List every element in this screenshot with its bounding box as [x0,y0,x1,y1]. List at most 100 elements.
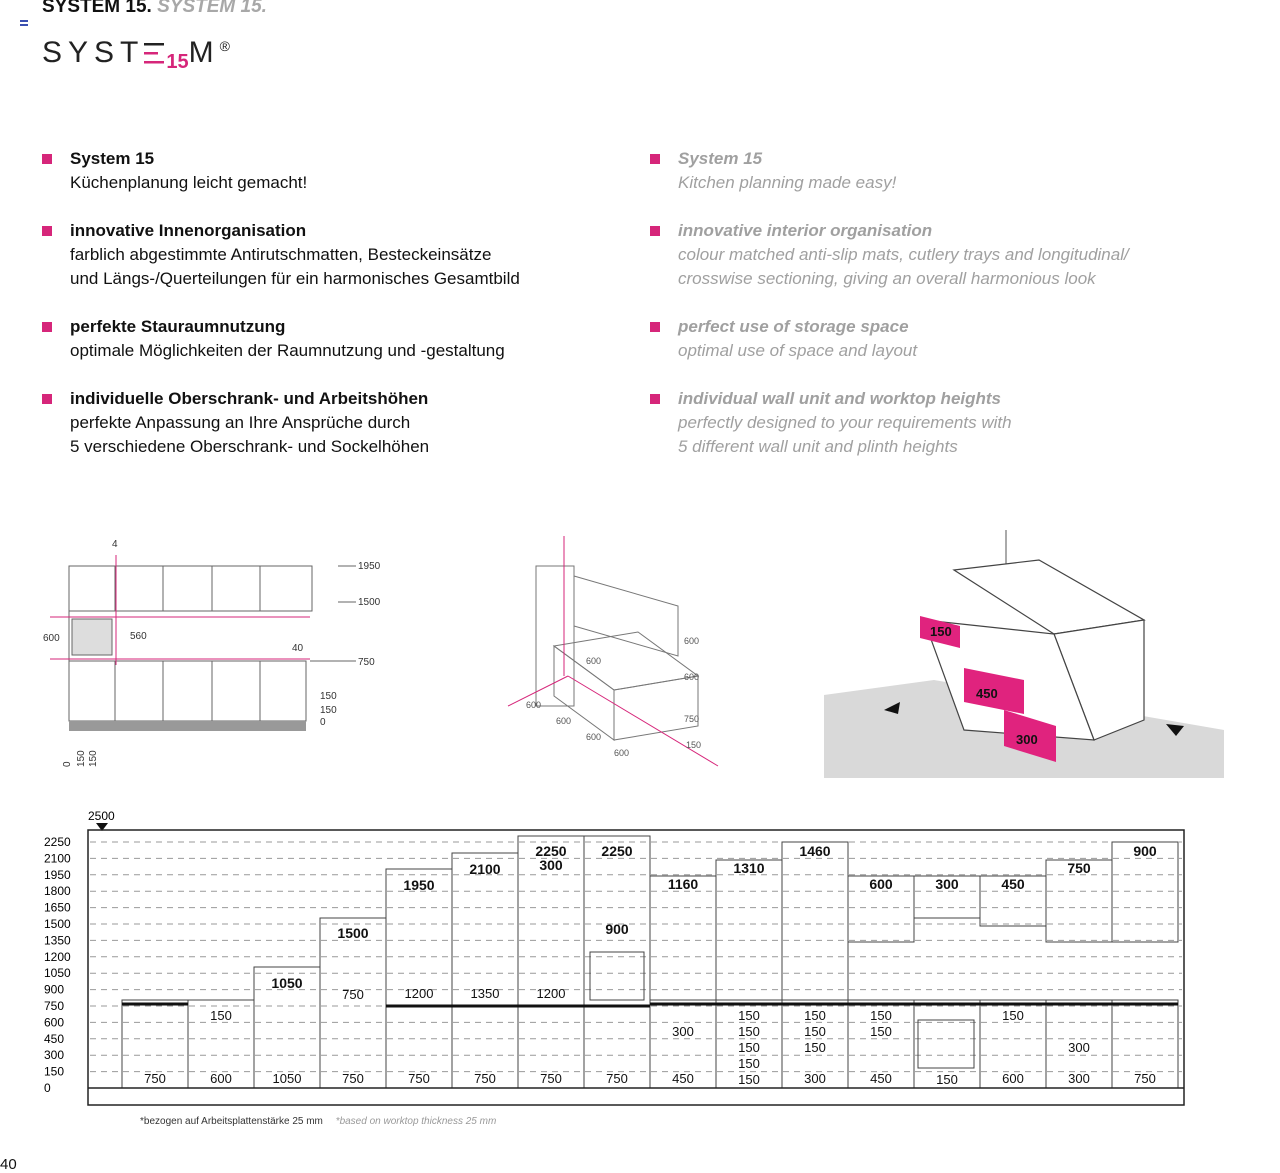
cabinet-dim-label: 1350 [471,986,500,1001]
y-tick-label: 0 [44,1081,51,1095]
feature-item: individuelle Oberschrank- und Arbeitshöh… [42,387,602,459]
cabinet-height-label: 600 [869,876,893,892]
dim-label: 150 [686,740,701,750]
y-tick-label: 600 [44,1015,64,1029]
dim-label: 600 [684,636,699,646]
y-tick-label: 1950 [44,868,71,882]
base-dim-label: 750 [540,1071,562,1086]
dim-label: 150 [88,750,99,767]
y-tick-label: 450 [44,1032,64,1046]
cabinet-height-label: 300 [539,857,563,873]
drawer-label: 300 [1016,732,1038,747]
cabinet-dim-label: 150 [738,1008,760,1023]
isometric-diagram: 600 600 750 150 600 600 600 600 600 [507,536,719,767]
chart-top-label: 2500 [88,809,115,823]
cabinet-height-label: 2100 [469,861,500,877]
cabinet-dim-label: 150 [870,1008,892,1023]
arrow-down-icon [96,823,108,831]
cabinet-height-label: 1310 [733,860,764,876]
base-dim-label: 750 [1134,1071,1156,1086]
drawer-cabinet-diagram: 150 450 300 [824,530,1224,778]
dim-label: 600 [586,732,601,742]
front-elevation-diagram: 4 600 560 40 1950 1500 750 150 150 0 0 1… [43,539,381,767]
dim-label: 40 [292,643,304,654]
cabinet-height-label: 1500 [337,925,368,941]
cabinet-height-label: 1950 [403,877,434,893]
base-dim-label: 450 [870,1071,892,1086]
cabinet-height-label: 300 [935,876,959,892]
cabinet-dim-label: 1200 [405,986,434,1001]
base-dim-label: 600 [1002,1071,1024,1086]
base-dim-label: 750 [474,1071,496,1086]
dim-label: 150 [320,705,337,716]
y-tick-label: 150 [44,1065,64,1079]
cabinet-dim-label: 150 [738,1056,760,1071]
cabinet-height-label: 2250 [535,843,566,859]
bullet-icon [650,226,660,236]
logo-e-icon [144,39,166,64]
bullet-icon [650,322,660,332]
dim-label: 150 [320,691,337,702]
dim-label: 150 [76,750,87,767]
base-dim-label: 300 [1068,1071,1090,1086]
y-tick-label: 1350 [44,933,71,947]
y-tick-label: 900 [44,983,64,997]
base-dim-label: 300 [804,1071,826,1086]
page-header: SYSTEM 15. SYSTEM 15. [42,0,267,18]
bullet-icon [42,394,52,404]
cabinet-dim-label: 150 [210,1008,232,1023]
cabinet-height-label: 1050 [271,975,302,991]
footnote: *bezogen auf Arbeitsplattenstärke 25 mm … [140,1116,497,1127]
dim-label: 1950 [358,561,381,572]
base-dim-label: 1050 [273,1071,302,1086]
base-dim-label: 750 [342,1071,364,1086]
bullet-icon [42,322,52,332]
base-dim-label: 450 [672,1071,694,1086]
y-tick-label: 1650 [44,901,71,915]
dim-label: 0 [62,761,73,767]
base-dim-label: 150 [936,1072,958,1087]
y-tick-label: 1500 [44,917,71,931]
base-dim-label: 750 [408,1071,430,1086]
y-tick-label: 1050 [44,966,71,980]
drawer-label: 150 [930,624,952,639]
y-tick-label: 1200 [44,950,71,964]
cabinet-height-label: 900 [605,921,629,937]
bullet-icon [650,154,660,164]
base-dim-label: 750 [144,1071,166,1086]
dim-label: 1500 [358,597,381,608]
cabinet-height-label: 900 [1133,843,1157,859]
y-tick-label: 300 [44,1048,64,1062]
y-tick-label: 1800 [44,884,71,898]
base-dim-label: 150 [738,1072,760,1087]
cabinet-dim-label: 750 [342,987,364,1002]
dim-label: 0 [320,717,326,728]
dim-label: 600 [526,700,541,710]
cabinet-height-label: 2250 [601,843,632,859]
drawer-label: 450 [976,686,998,701]
cabinet-height-chart: 2250210019501800165015001350120010509007… [44,809,1185,1106]
cabinet-dim-label: 150 [804,1040,826,1055]
y-tick-label: 2100 [44,851,71,865]
cabinet-dim-label: 150 [870,1024,892,1039]
dim-label: 600 [43,633,60,644]
cabinet-dim-label: 150 [804,1008,826,1023]
cabinet-height-label: 1460 [799,843,830,859]
flag-icon [20,20,28,26]
dim-label: 600 [586,656,601,666]
cabinet-dim-label: 150 [1002,1008,1024,1023]
bullet-icon [42,226,52,236]
bullet-icon [42,154,52,164]
y-tick-label: 750 [44,999,64,1013]
y-tick-label: 2250 [44,835,71,849]
dim-label: 600 [614,748,629,758]
base-dim-label: 600 [210,1071,232,1086]
bullet-icon [650,394,660,404]
cabinet-dim-label: 150 [738,1040,760,1055]
